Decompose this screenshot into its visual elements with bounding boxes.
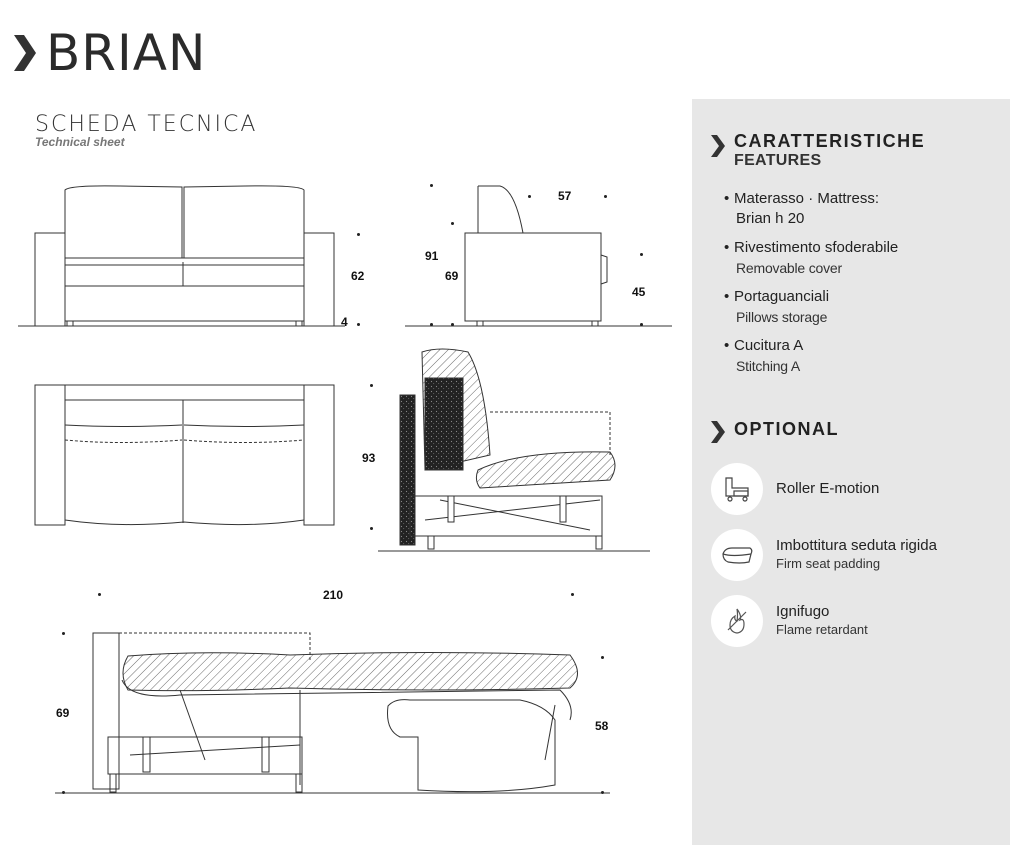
dimension-marker xyxy=(357,233,360,236)
dim-side-arm-height: 45 xyxy=(632,285,646,299)
dim-side-seat-height: 69 xyxy=(445,269,459,283)
front-view-drawing xyxy=(18,185,345,327)
dimension-marker xyxy=(62,791,65,794)
optional-it: Ignifugo xyxy=(776,603,830,620)
optional-item-flame: Ignifugo Flame retardant xyxy=(711,595,868,647)
dim-front-height: 62 xyxy=(351,269,365,283)
features-panel: CARATTERISTICHE FEATURES •Materasso · Ma… xyxy=(692,99,1010,845)
feature-item: •Cucitura A Stitching A xyxy=(724,337,804,374)
feature-en: Stitching A xyxy=(736,358,800,374)
technical-drawings xyxy=(18,185,672,794)
product-title: BRIAN xyxy=(46,24,207,82)
dim-open-bed-height: 58 xyxy=(595,719,609,733)
dim-side-total-height: 91 xyxy=(425,249,439,263)
dim-foot-height: 4 xyxy=(341,315,348,329)
dimension-marker xyxy=(601,791,604,794)
flame-icon xyxy=(727,608,747,634)
dim-open-height: 69 xyxy=(56,706,70,720)
optional-item-seat-padding: Imbottitura seduta rigida Firm seat padd… xyxy=(711,529,937,581)
dimension-marker xyxy=(370,384,373,387)
plan-view-drawing xyxy=(34,384,335,526)
chevron-right-icon xyxy=(711,421,725,443)
side-view-drawing xyxy=(405,185,672,327)
dim-plan-depth: 93 xyxy=(362,451,376,465)
dimension-marker xyxy=(357,323,360,326)
dimension-marker xyxy=(601,656,604,659)
optional-en: Flame retardant xyxy=(776,622,868,637)
optional-en: Firm seat padding xyxy=(776,556,881,571)
feature-it: Rivestimento sfoderabile xyxy=(734,239,899,256)
dimension-marker xyxy=(451,323,454,326)
dimension-marker xyxy=(604,195,607,198)
dimension-marker xyxy=(430,323,433,326)
seat-padding-icon xyxy=(722,547,753,564)
optional-heading: OPTIONAL xyxy=(710,417,839,445)
dimension-marker xyxy=(98,593,101,596)
chevron-right-icon xyxy=(711,135,725,157)
dimension-marker xyxy=(571,593,574,596)
feature-en: Brian h 20 xyxy=(736,210,805,227)
feature-en: Removable cover xyxy=(736,260,842,276)
feature-it: Materasso · Mattress: xyxy=(734,190,880,207)
open-bed-drawing xyxy=(55,632,610,794)
feature-it: Portaguanciali xyxy=(734,288,830,305)
dim-open-length: 210 xyxy=(323,588,344,602)
dimension-marker xyxy=(528,195,531,198)
sheet-title-en: Technical sheet xyxy=(35,135,125,149)
optional-title: OPTIONAL xyxy=(734,419,839,439)
feature-item: •Rivestimento sfoderabile Removable cove… xyxy=(724,239,899,276)
dimension-marker xyxy=(640,323,643,326)
dimension-marker xyxy=(62,632,65,635)
roller-icon xyxy=(725,477,749,502)
dimension-marker xyxy=(451,222,454,225)
optional-it: Imbottitura seduta rigida xyxy=(776,537,937,554)
features-title-en: FEATURES xyxy=(734,152,822,169)
brand-header: BRIAN xyxy=(12,24,206,82)
dimension-marker xyxy=(430,184,433,187)
dim-side-depth: 57 xyxy=(558,189,572,203)
features-heading: CARATTERISTICHE FEATURES xyxy=(710,131,925,170)
optional-it: Roller E-motion xyxy=(776,480,880,497)
technical-sheet-heading: SCHEDA TECNICA Technical sheet xyxy=(35,112,257,149)
feature-item: •Materasso · Mattress: Brian h 20 xyxy=(724,190,880,227)
feature-it: Cucitura A xyxy=(734,337,804,354)
feature-item: •Portaguanciali Pillows storage xyxy=(724,288,830,325)
features-title-it: CARATTERISTICHE xyxy=(734,131,926,151)
section-view-drawing xyxy=(378,348,650,552)
dimension-marker xyxy=(370,527,373,530)
dimension-marker xyxy=(640,253,643,256)
feature-en: Pillows storage xyxy=(736,309,828,325)
chevron-right-icon xyxy=(14,35,36,71)
optional-item-roller: Roller E-motion xyxy=(711,463,879,515)
sheet-title-it: SCHEDA TECNICA xyxy=(35,112,258,137)
